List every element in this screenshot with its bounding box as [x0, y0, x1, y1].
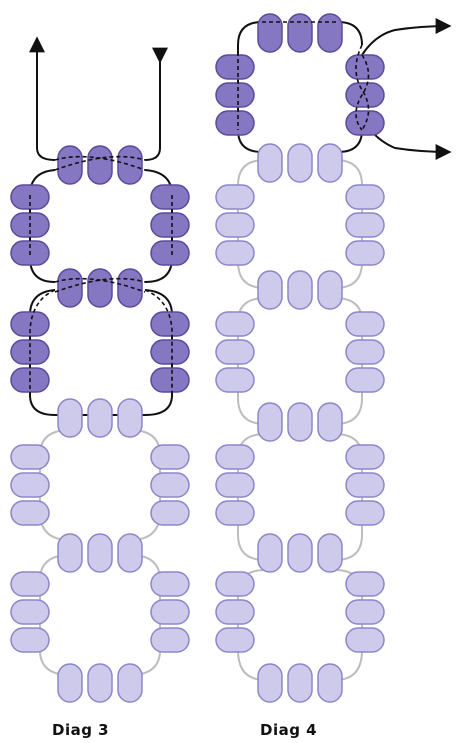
diagram-3 — [30, 38, 172, 675]
diagram-4-dark-bead — [258, 14, 282, 52]
diagram-3-dark-bead — [151, 340, 189, 364]
diagram-3-light-bead — [151, 445, 189, 469]
diagram-3-light-bead — [151, 600, 189, 624]
diagram-4-dark-bead — [216, 111, 254, 135]
diagram-4-light-bead — [346, 572, 384, 596]
diagram-4-light-bead — [258, 271, 282, 309]
diagram-3-dark-bead — [88, 146, 112, 184]
diagram-3-dark-bead — [151, 241, 189, 265]
diagram-4-light-bead — [288, 144, 312, 182]
diagram-4-light-bead — [318, 403, 342, 441]
diagram-3-light-bead — [58, 534, 82, 572]
diagram-3-light-bead — [11, 501, 49, 525]
diagram-4-light-bead — [346, 600, 384, 624]
diagram-3-light-bead — [118, 534, 142, 572]
diagram-4-caption: Diag 4 — [260, 721, 317, 739]
dashed-thread-layer — [30, 22, 369, 395]
diagram-3-light-bead — [88, 664, 112, 702]
diagram-4-light-bead — [346, 628, 384, 652]
diagram-4-dark-bead — [216, 55, 254, 79]
diagram-3-dark-bead — [118, 146, 142, 184]
diagram-4-light-bead — [258, 664, 282, 702]
diagram-4-dark-bead — [288, 14, 312, 52]
diagram-4-light-bead — [216, 501, 254, 525]
diagram-3-light-bead — [151, 628, 189, 652]
diagram-4-light-bead — [288, 664, 312, 702]
diagram-4-light-bead — [258, 403, 282, 441]
diagram-4-light-bead — [216, 572, 254, 596]
diagram-3-light-bead — [58, 399, 82, 437]
diagram-3-light-bead — [11, 445, 49, 469]
diagram-4-light-bead — [288, 271, 312, 309]
diagram-3-light-bead — [151, 473, 189, 497]
diagram-4-light-bead — [216, 600, 254, 624]
diagram-3-light-bead — [88, 534, 112, 572]
diagram-4-light-bead — [346, 312, 384, 336]
diagram-3-light-bead — [151, 572, 189, 596]
diagram-3-light-bead — [88, 399, 112, 437]
diagram-4-light-bead — [318, 664, 342, 702]
diagram-4-dark-bead — [216, 83, 254, 107]
diagram-4-light-bead — [346, 473, 384, 497]
diagram-4-light-bead — [216, 473, 254, 497]
diagram-4-light-bead — [346, 213, 384, 237]
diagram-4-light-bead — [346, 340, 384, 364]
diagram-4-light-bead — [216, 241, 254, 265]
diagram-4-light-bead — [288, 534, 312, 572]
diagram-3-dark-bead — [151, 185, 189, 209]
diagram-4-light-bead — [216, 368, 254, 392]
diagram-4-dark-bead — [346, 111, 384, 135]
diagram-4-dark-bead — [318, 14, 342, 52]
diagram-4-light-bead — [216, 185, 254, 209]
diagram-4-light-bead — [346, 368, 384, 392]
diagram-4-light-bead — [216, 312, 254, 336]
diagram-4-light-bead — [216, 213, 254, 237]
diagram-3-light-bead — [11, 572, 49, 596]
diagram-4-light-bead — [346, 445, 384, 469]
diagram-3-light-bead — [58, 664, 82, 702]
diagram-3-dark-bead — [88, 269, 112, 307]
diagram-4-light-bead — [288, 403, 312, 441]
diagram-4-light-bead — [346, 185, 384, 209]
diagram-3-light-bead — [118, 399, 142, 437]
diagram-4-light-bead — [318, 271, 342, 309]
diagram-4-light-bead — [216, 628, 254, 652]
diagram-3-dark-bead — [118, 269, 142, 307]
diagram-3-dark-bead — [151, 213, 189, 237]
diagram-3-dark-bead — [151, 368, 189, 392]
diagram-4 — [238, 22, 450, 680]
diagram-4-light-bead — [216, 340, 254, 364]
diagram-4-dark-bead — [346, 55, 384, 79]
diagram-3-light-bead — [11, 600, 49, 624]
diagram-4-light-bead — [216, 445, 254, 469]
bead-layer — [11, 14, 384, 702]
diagram-3-caption: Diag 3 — [52, 721, 109, 739]
diagram-4-light-bead — [318, 144, 342, 182]
diagram-3-light-bead — [118, 664, 142, 702]
diagram-4-light-bead — [258, 144, 282, 182]
diagram-4-light-bead — [318, 534, 342, 572]
diagram-4-light-bead — [258, 534, 282, 572]
diagram-4-light-bead — [346, 501, 384, 525]
diagram-3-light-bead — [11, 628, 49, 652]
diagram-3-light-bead — [11, 473, 49, 497]
diagram-3-dark-bead — [58, 269, 82, 307]
diagram-3-light-bead — [151, 501, 189, 525]
diagram-4-light-bead — [346, 241, 384, 265]
